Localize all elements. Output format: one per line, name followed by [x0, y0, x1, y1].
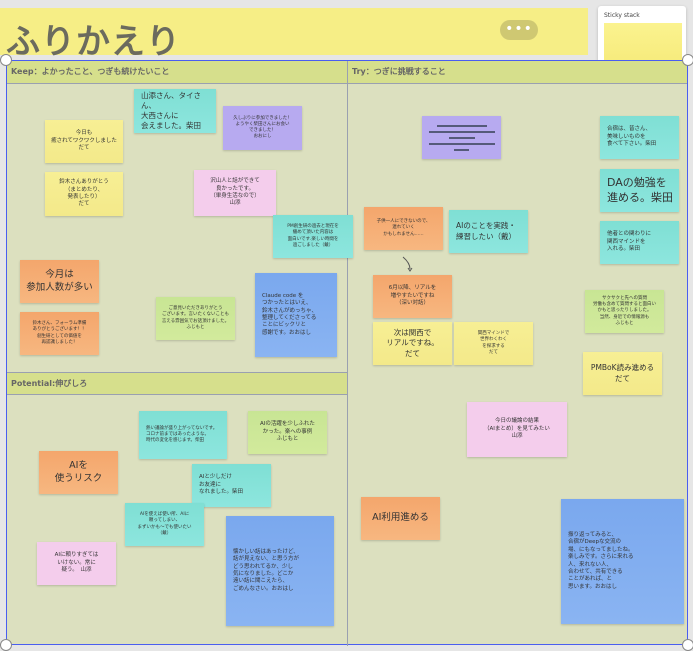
sticky-note[interactable]: AIを使えば使い所、AIに 頼ってしまい、 まずいかも〜でも使いたい （戴） — [125, 503, 204, 546]
sticky-note[interactable]: 鈴木さんありがとう （まとめたり、 発表したり） だて — [45, 172, 123, 216]
section-header-keep: Keep：よかったこと、つぎも続けたいこと — [7, 61, 347, 84]
sticky-note[interactable]: 他者との関わりに 関西マインドを 入れる。柴田 — [600, 221, 679, 264]
text-line — [436, 124, 487, 127]
sticky-note[interactable]: 6月以降、リアルを 増やすたいですね （深い対話） — [373, 275, 452, 318]
text-line — [428, 142, 495, 145]
sticky-note[interactable]: Claude code を つかったとはいえ、 鈴木さんがめっちゃ、 整理してく… — [255, 273, 337, 357]
resize-handle-bottom-right[interactable] — [682, 639, 693, 651]
sticky-note[interactable]: 熱い議論が盛り上がってないです。 コロナ前まではあったような。 時代の変化を感じ… — [139, 411, 227, 459]
sticky-note[interactable]: 関西マインドで 世界わくわく を探求する だて — [454, 322, 533, 365]
sticky-note[interactable]: PM創生研の過去と現在を 纏めて頂いた内容は 面白いです.楽しい時間を 過ごしま… — [273, 215, 353, 258]
resize-handle-bottom-left[interactable] — [0, 639, 12, 651]
text-line — [428, 130, 495, 133]
sticky-note[interactable]: AI利用進める — [361, 497, 440, 540]
section-divider-vertical — [347, 61, 348, 646]
sticky-note[interactable]: サクサクと先への質問 労働も含めて質問すると面白い かもと思ったりしました。 当… — [585, 290, 664, 333]
sticky-note[interactable]: 今日も 癒されてワクワクしました だて — [45, 120, 123, 163]
resize-handle-top-left[interactable] — [0, 54, 12, 66]
sticky-note[interactable]: 久しぶりに参加できました！ ようやく柴田さんにお会い できました！ おおにし — [223, 106, 302, 150]
connector-arrow-icon[interactable] — [400, 255, 416, 273]
board-title: ふりかえり — [6, 22, 181, 62]
section-header-try: Try：つぎに挑戦すること — [348, 61, 687, 84]
sticky-note[interactable]: ご意見いただきありがとう ございます。言いたくないことも 言える雰囲気でお話頂け… — [156, 297, 235, 340]
sticky-note[interactable]: 鈴木さん、フォーラム準備 ありがとうございます！！ 創生研としての価値を 再認識… — [20, 312, 99, 355]
section-header-potential: Potential:伸びしろ — [7, 372, 347, 395]
sticky-note[interactable]: 沢山人と話ができて 良かったです。 （単身生活なので） 山添 — [194, 170, 276, 216]
resize-handle-top-right[interactable] — [682, 54, 693, 66]
sticky-note[interactable]: 懐かしい話はあったけど、 話が見えない、と思う方が どう思われてるか、少し 気に… — [226, 516, 334, 626]
text-line — [448, 136, 475, 139]
sticky-note[interactable]: 子供一人にできないので、 連れていく かもしれません…… — [364, 207, 443, 250]
sticky-note[interactable]: 次は関西で リアルですね。 だて — [373, 322, 452, 365]
sticky-note[interactable]: DAの勉強を 進める。柴田 — [600, 169, 679, 212]
sticky-note-redacted[interactable] — [422, 116, 501, 159]
text-line — [454, 148, 469, 151]
sticky-note[interactable]: 振り返ってみると、 合宿がDeepな交流の 場、にもなってましたね。 楽しみです… — [561, 499, 684, 624]
sticky-note[interactable]: AIのことを実践・ 練習したい（戴） — [449, 210, 528, 253]
sticky-note[interactable]: AIに頼りすぎては いけない。常に 疑う。 山添 — [37, 542, 116, 585]
title-banner[interactable]: ふりかえり — [0, 8, 588, 62]
sticky-stack-label: Sticky stack — [604, 12, 640, 19]
sticky-note[interactable]: AIと少しだけ お友達に なれました。柴田 — [192, 464, 271, 507]
more-options-button[interactable]: ••• — [500, 20, 538, 40]
sticky-note[interactable]: 今日の議論の結果 （AIまとめ）を見てみたい 山添 — [467, 402, 567, 457]
sticky-note[interactable]: 今月は 参加人数が多い — [20, 260, 99, 303]
sticky-note[interactable]: 合宿は、皆さん、 美味しいものを 食べて下さい。柴田 — [600, 116, 679, 159]
sticky-note[interactable]: 山添さん、タイさん、 大西さんに 会えました。柴田 — [134, 89, 216, 133]
sticky-note[interactable]: AIを 使うリスク — [39, 451, 118, 494]
sticky-note[interactable]: PMBoK読み進める だて — [583, 352, 662, 395]
sticky-note[interactable]: AIの活躍を少しふれた かった。楽への事例 ふじもと — [248, 411, 327, 454]
